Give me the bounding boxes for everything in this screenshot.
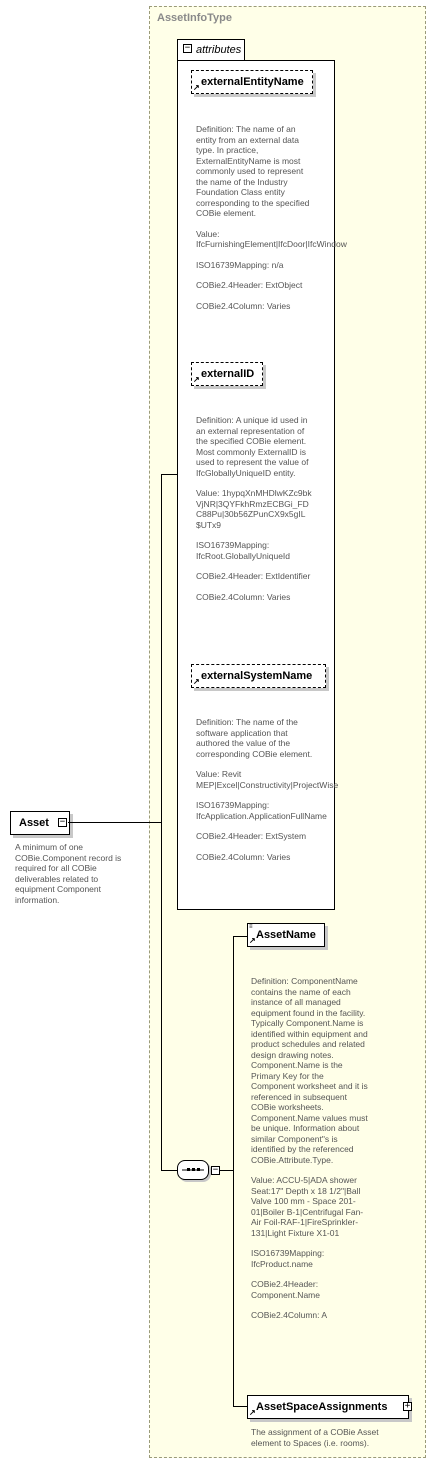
- collapse-attributes-icon[interactable]: −: [183, 43, 192, 53]
- doc-column: COBie2.4Column: Varies: [196, 300, 291, 311]
- root-element-doc: A minimum of one COBie.Component record …: [15, 842, 122, 905]
- attribute-externalEntityName[interactable]: ↗ externalEntityName: [191, 70, 313, 94]
- collapse-asset-icon[interactable]: −: [58, 817, 67, 827]
- attribute-doc-externalSystemName: Definition: The name of the software app…: [196, 717, 339, 872]
- expand-assetspaceassignments-icon[interactable]: +: [403, 1401, 412, 1411]
- element-name: Asset: [19, 817, 49, 829]
- doc-iso-mapping: ISO16739Mapping: IfcProduct.name: [251, 1248, 325, 1269]
- doc-column: COBie2.4Column: Varies: [196, 851, 291, 862]
- element-name: AssetSpaceAssignments: [256, 1401, 388, 1413]
- sequence-branch-line: [219, 1170, 233, 1171]
- doc-column: COBie2.4Column: A: [251, 1310, 328, 1320]
- doc-header: COBie2.4Header: Component.Name: [251, 1279, 320, 1300]
- attribute-name: externalSystemName: [201, 670, 313, 682]
- reference-arrow-icon: ↗: [193, 375, 200, 384]
- sequence-compositor[interactable]: [177, 1160, 209, 1180]
- sequence-trunk: [233, 936, 234, 1407]
- element-assetname[interactable]: ↗ AssetName: [247, 923, 325, 947]
- attribute-externalID[interactable]: ↗ externalID: [191, 362, 263, 386]
- reference-arrow-icon: ↗: [249, 936, 256, 945]
- reference-arrow-icon: ↗: [193, 83, 200, 92]
- attribute-name: externalEntityName: [201, 76, 304, 88]
- doc-value: Value: IfcFurnishingElement|IfcDoor|IfcW…: [196, 228, 347, 250]
- doc-definition: Definition: ComponentName contains the n…: [251, 976, 368, 1165]
- attribute-doc-externalID: Definition: A unique id used in an exter…: [196, 415, 314, 612]
- doc-value: Value: Revit MEP|Excel|Constructivity|Pr…: [196, 769, 339, 790]
- sequence-icon: [182, 1168, 204, 1171]
- connector-to-attributes: [161, 474, 177, 475]
- doc-header: COBie2.4Header: ExtSystem: [196, 831, 307, 841]
- doc-value: Value: ACCU-5|ADA shower Seat:17" Depth …: [251, 1175, 364, 1238]
- doc-iso-mapping: ISO16739Mapping: n/a: [196, 259, 284, 270]
- reference-arrow-icon: ↗: [249, 1408, 256, 1417]
- attribute-externalSystemName[interactable]: ↗ externalSystemName: [191, 664, 326, 688]
- connector-trunk: [161, 474, 162, 1171]
- doc-iso-mapping: ISO16739Mapping: IfcRoot.GloballyUniqueI…: [196, 540, 291, 561]
- connector-to-assetname: [233, 936, 247, 937]
- type-title: AssetInfoType: [157, 12, 232, 24]
- attributes-tab[interactable]: [177, 39, 245, 61]
- attributes-label: attributes: [196, 44, 242, 56]
- doc-definition: Definition: The name of an entity from a…: [196, 124, 310, 218]
- attribute-doc-externalEntityName: Definition: The name of an entity from a…: [196, 124, 347, 321]
- attribute-name: externalID: [201, 368, 255, 380]
- text-content-icon: ≡: [249, 924, 253, 930]
- reference-arrow-icon: ↗: [193, 677, 200, 686]
- doc-header: COBie2.4Header: ExtObject: [196, 280, 303, 290]
- element-name: AssetName: [256, 929, 316, 941]
- doc-description: The assignment of a COBie Asset element …: [251, 1427, 379, 1448]
- attributes-group: [177, 60, 335, 910]
- element-assetspaceassignments[interactable]: ↗ AssetSpaceAssignments: [247, 1395, 409, 1419]
- doc-column: COBie2.4Column: Varies: [196, 591, 291, 602]
- doc-definition: Definition: The name of the software app…: [196, 717, 313, 759]
- doc-definition: Definition: A unique id used in an exter…: [196, 415, 309, 478]
- connector-to-sequence: [161, 1170, 177, 1171]
- doc-header: COBie2.4Header: ExtIdentifier: [196, 571, 311, 581]
- connector-line: [68, 822, 161, 823]
- element-doc-assetname: Definition: ComponentName contains the n…: [251, 976, 369, 1331]
- connector-to-assetspaceassignments: [233, 1406, 247, 1407]
- element-doc-assetspaceassignments: The assignment of a COBie Asset element …: [251, 1427, 411, 1458]
- doc-iso-mapping: ISO16739Mapping: IfcApplication.Applicat…: [196, 800, 327, 821]
- doc-value: Value: 1hypqXnMHDlwKZc9bkVjNR|3QYFkhRmzE…: [196, 488, 312, 530]
